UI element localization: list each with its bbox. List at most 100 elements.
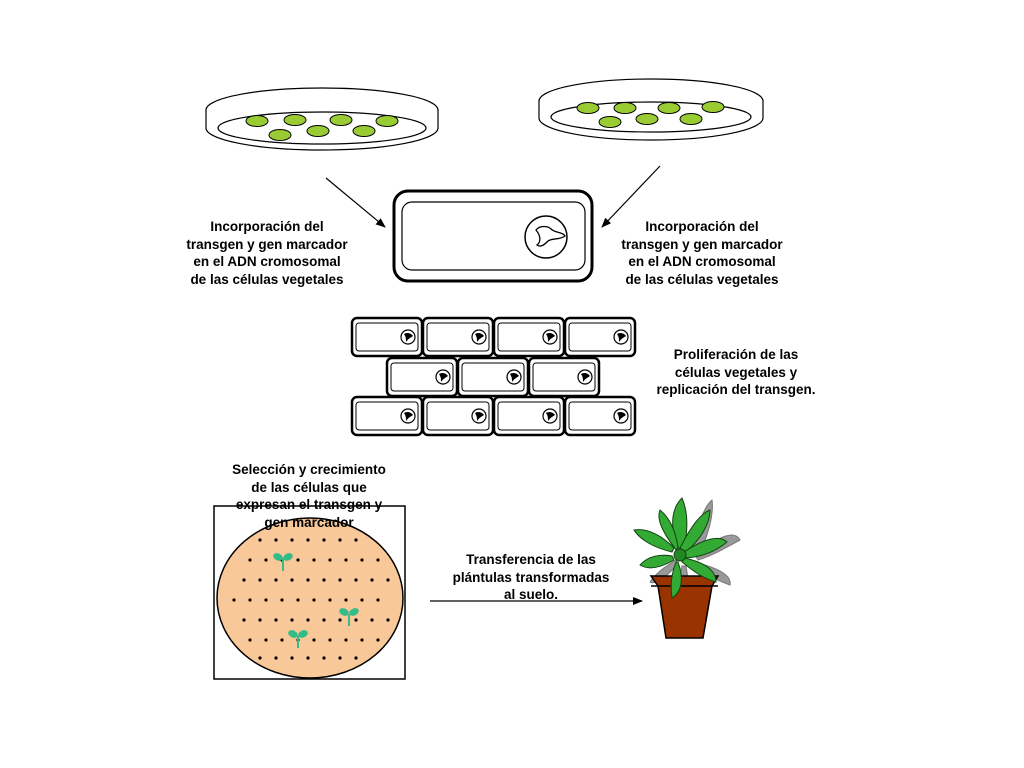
cell-dot — [258, 538, 262, 542]
arrow-left-to-cell — [325, 177, 386, 228]
cell-dot — [312, 638, 316, 642]
colony — [635, 113, 659, 125]
cell-dot — [376, 558, 380, 562]
colony — [352, 125, 376, 137]
cell-dot — [290, 578, 294, 582]
seedling-icon — [339, 608, 359, 626]
colony — [245, 115, 269, 127]
cell-dot — [242, 578, 246, 582]
colony — [283, 114, 307, 126]
cell-dot — [360, 558, 364, 562]
cell-dot — [322, 578, 326, 582]
cell-dot — [360, 598, 364, 602]
colony — [576, 102, 600, 114]
colony — [701, 101, 725, 113]
cell-dot — [290, 538, 294, 542]
colony — [306, 125, 330, 137]
cell-dot — [274, 618, 278, 622]
plant-cell-small — [527, 356, 601, 398]
cell-dot — [264, 558, 268, 562]
cell-dot — [322, 656, 326, 660]
seedling-icon — [288, 630, 308, 648]
cell-dot — [354, 618, 358, 622]
cell-dot — [376, 598, 380, 602]
bacterial-colonies-left — [245, 114, 399, 141]
cell-dot — [274, 578, 278, 582]
cell-dot — [290, 656, 294, 660]
plant-cell-small — [456, 356, 530, 398]
plant-cell-small — [421, 316, 495, 358]
cell-dot — [322, 618, 326, 622]
cell-dot — [280, 598, 284, 602]
plant-cell-small — [350, 395, 424, 437]
seedlings — [273, 553, 359, 648]
petri-dish-right — [538, 78, 764, 141]
cell-dot — [248, 638, 252, 642]
cell-dot — [354, 656, 358, 660]
cell-dot — [360, 638, 364, 642]
cell-dot — [306, 578, 310, 582]
cell-dot — [344, 638, 348, 642]
cell-dot — [258, 578, 262, 582]
plant-cell-large — [392, 189, 594, 283]
arrow-right-to-cell — [601, 165, 661, 228]
cell-dot — [248, 558, 252, 562]
colony — [268, 129, 292, 141]
cell-dot — [376, 638, 380, 642]
cell-dot — [344, 598, 348, 602]
plant-cell-small — [492, 395, 566, 437]
colony — [329, 114, 353, 126]
cell-dot — [386, 578, 390, 582]
petri-dish-left — [205, 87, 439, 151]
cell-dot — [322, 538, 326, 542]
cell-dot — [354, 538, 358, 542]
cell-dot — [354, 578, 358, 582]
cell-dot — [306, 656, 310, 660]
cell-dot — [306, 538, 310, 542]
cell-dot — [242, 618, 246, 622]
cell-dot — [258, 656, 262, 660]
colony — [598, 116, 622, 128]
cell-dot — [370, 618, 374, 622]
proliferating-cells — [350, 316, 637, 437]
cell-dot — [280, 638, 284, 642]
cell-dot — [290, 618, 294, 622]
cell-dot — [258, 618, 262, 622]
potted-plant — [633, 497, 741, 639]
plant-leaves — [633, 497, 728, 599]
colony — [657, 102, 681, 114]
plant-cell-small — [421, 395, 495, 437]
colony — [679, 113, 703, 125]
label-left-incorporation: Incorporación del transgen y gen marcado… — [186, 219, 348, 287]
cell-dot — [306, 618, 310, 622]
cell-dot — [296, 558, 300, 562]
cell-dot — [264, 598, 268, 602]
plant-cell-small — [385, 356, 459, 398]
cell-dot — [274, 656, 278, 660]
cell-dot — [386, 618, 390, 622]
cell-dot — [338, 538, 342, 542]
colony — [375, 115, 399, 127]
cell-dot — [338, 656, 342, 660]
label-selection: Selección y crecimiento de las células q… — [232, 462, 386, 530]
cell-dot — [328, 558, 332, 562]
colony — [613, 102, 637, 114]
cell-dot — [370, 578, 374, 582]
selection-plate — [213, 505, 406, 680]
plant-cell-small — [350, 316, 424, 358]
cell-dot — [328, 638, 332, 642]
cell-dot — [312, 558, 316, 562]
cell-dot — [328, 598, 332, 602]
label-proliferation: Proliferación de las células vegetales y… — [656, 347, 816, 397]
seedling-icon — [273, 553, 293, 571]
cell-dot — [264, 638, 268, 642]
cell-dot — [296, 598, 300, 602]
cell-dot — [248, 598, 252, 602]
plant-cell-small — [563, 316, 637, 358]
cell-dot — [312, 598, 316, 602]
cell-dot — [338, 578, 342, 582]
cell-dot — [274, 538, 278, 542]
cell-dot — [232, 598, 236, 602]
